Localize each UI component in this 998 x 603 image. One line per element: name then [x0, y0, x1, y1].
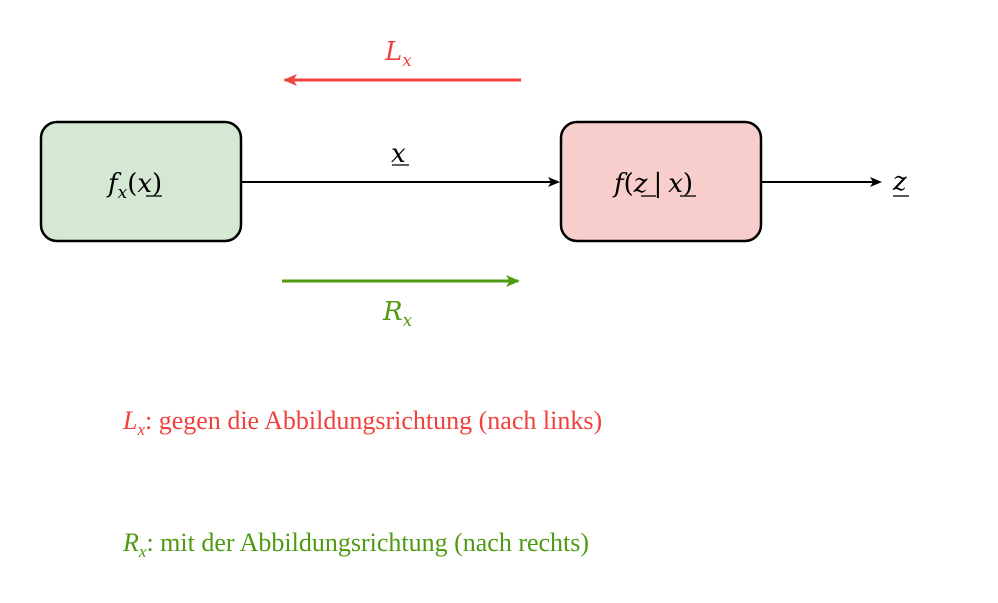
- edge-x-label: x: [391, 139, 406, 169]
- legend-left-text: : gegen die Abbildungsrichtung (nach lin…: [145, 406, 603, 435]
- legend-left-subscript: x: [137, 420, 146, 439]
- output-z-label: z: [892, 167, 907, 197]
- legend-right-symbol: R: [123, 528, 139, 557]
- legend-left-symbol: L: [123, 406, 138, 435]
- right-arrow-label: Rx: [382, 297, 413, 331]
- left-arrow-label: Lx: [384, 37, 412, 71]
- legend-left-direction: Lx: gegen die Abbildungsrichtung (nach l…: [123, 406, 603, 439]
- legend-right-text: : mit der Abbildungsrichtung (nach recht…: [146, 528, 590, 557]
- legend-right-direction: Rx: mit der Abbildungsrichtung (nach rec…: [123, 528, 590, 561]
- conditional-density-label: f(z|x): [612, 169, 693, 199]
- prior-density-label: fx(x): [106, 169, 162, 203]
- legend-right-subscript: x: [138, 542, 147, 561]
